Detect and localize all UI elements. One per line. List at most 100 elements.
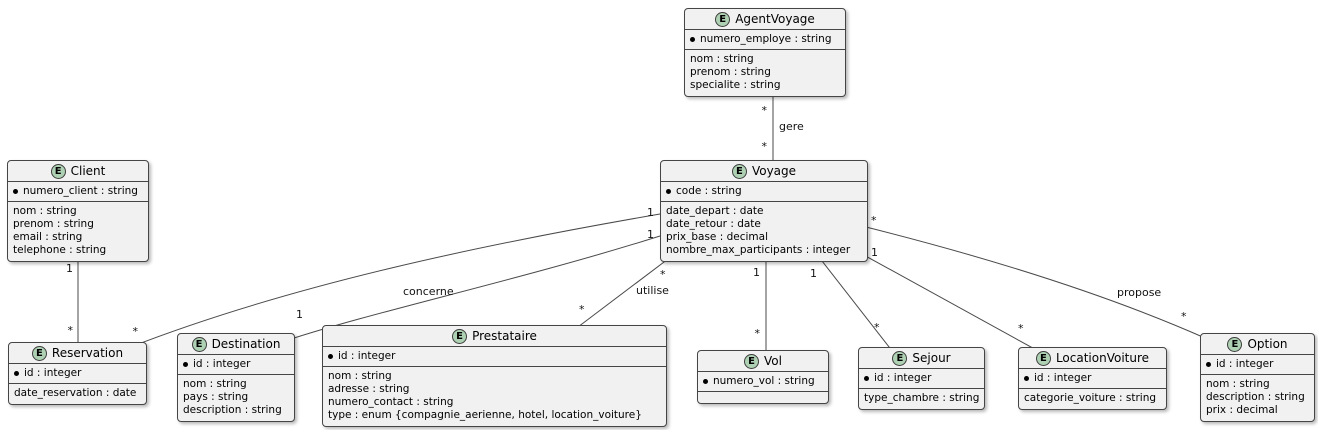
attribute: nombre_max_participants : integer <box>666 244 851 256</box>
relation-line-utilise <box>573 255 673 331</box>
entity-key-compartment: id : integer <box>323 347 666 367</box>
entity-key-compartment: id : integer <box>178 355 294 375</box>
entity-attributes: date_reservation : date <box>9 384 146 404</box>
attribute: description : string <box>1206 391 1305 403</box>
entity-stereotype-icon: E <box>731 163 747 179</box>
attribute: adresse : string <box>328 383 410 395</box>
attribute: email : string <box>13 231 83 243</box>
relation-label-gere: gere <box>779 120 804 133</box>
entity-key-compartment: id : integer <box>1201 355 1314 375</box>
entity-header: E Option <box>1201 334 1314 355</box>
attribute: telephone : string <box>13 244 107 256</box>
key-attribute: numero_client : string <box>23 185 138 197</box>
entity-name: Voyage <box>751 164 797 178</box>
entity-name: Vol <box>764 354 782 368</box>
cardinality: * <box>762 104 768 117</box>
cardinality: * <box>579 303 585 316</box>
cardinality: * <box>755 327 761 340</box>
entity-sejour: E Sejour id : integer type_chambre : str… <box>858 347 985 410</box>
key-attribute: numero_vol : string <box>713 375 815 387</box>
key-bullet-icon <box>14 371 19 376</box>
cardinality: 1 <box>296 308 303 321</box>
entity-agentvoyage: E AgentVoyage numero_employe : string no… <box>684 8 846 97</box>
entity-name: Prestataire <box>472 329 537 343</box>
entity-key-compartment: numero_employe : string <box>685 30 845 50</box>
key-attribute: id : integer <box>1034 372 1092 384</box>
entity-attributes: date_depart : date date_retour : date pr… <box>661 202 867 261</box>
entity-stereotype-icon: E <box>715 11 731 27</box>
entity-attributes: nom : string prenom : string email : str… <box>8 202 148 261</box>
attribute: prenom : string <box>690 66 771 78</box>
entity-stereotype-icon: E <box>892 350 908 366</box>
relation-label-utilise: utilise <box>636 284 669 297</box>
attribute: nom : string <box>13 205 77 217</box>
entity-header: E Sejour <box>859 348 984 369</box>
attribute: description : string <box>183 404 282 416</box>
cardinality: * <box>871 214 877 227</box>
relation-label-concerne: concerne <box>403 285 454 298</box>
entity-header: E Destination <box>178 334 294 355</box>
entity-name: Client <box>70 164 106 178</box>
entity-stereotype-icon: E <box>31 345 47 361</box>
entity-attributes: nom : string adresse : string numero_con… <box>323 367 666 426</box>
attribute: prenom : string <box>13 218 94 230</box>
cardinality: 1 <box>871 246 878 259</box>
key-attribute: id : integer <box>874 372 932 384</box>
entity-attributes: nom : string description : string prix :… <box>1201 375 1314 421</box>
key-bullet-icon <box>703 379 708 384</box>
cardinality: * <box>660 268 666 281</box>
cardinality: * <box>133 325 139 338</box>
relation-line-propose <box>861 225 1206 339</box>
entity-attributes: categorie_voiture : string <box>1019 389 1166 409</box>
entity-attributes <box>698 392 828 403</box>
key-bullet-icon <box>1024 376 1029 381</box>
attribute: date_retour : date <box>666 218 761 230</box>
attribute: nom : string <box>183 378 247 390</box>
entity-header: E LocationVoiture <box>1019 348 1166 369</box>
key-attribute: numero_employe : string <box>700 33 832 45</box>
entity-stereotype-icon: E <box>744 353 760 369</box>
key-bullet-icon <box>183 362 188 367</box>
entity-header: E Vol <box>698 351 828 372</box>
entity-stereotype-icon: E <box>50 163 66 179</box>
key-attribute: id : integer <box>24 367 82 379</box>
relation-line-voyage-sejour <box>814 251 894 353</box>
attribute: numero_contact : string <box>328 396 454 408</box>
attribute: pays : string <box>183 391 249 403</box>
key-bullet-icon <box>328 354 333 359</box>
cardinality: 1 <box>647 228 654 241</box>
key-bullet-icon <box>690 37 695 42</box>
relation-line-voyage-locationvoiture <box>861 253 1041 353</box>
attribute: type : enum {compagnie_aerienne, hotel, … <box>328 409 642 421</box>
entity-destination: E Destination id : integer nom : string … <box>177 333 295 422</box>
key-attribute: id : integer <box>338 350 396 362</box>
entity-voyage: E Voyage code : string date_depart : dat… <box>660 160 868 262</box>
entity-header: E Voyage <box>661 161 867 182</box>
entity-name: Reservation <box>51 346 124 360</box>
entity-reservation: E Reservation id : integer date_reservat… <box>8 342 147 405</box>
attribute: nom : string <box>1206 378 1270 390</box>
entity-name: Sejour <box>912 351 951 365</box>
attribute: date_reservation : date <box>14 387 137 399</box>
attribute: type_chambre : string <box>864 392 980 404</box>
entity-key-compartment: id : integer <box>9 364 146 384</box>
attribute: specialite : string <box>690 79 781 91</box>
key-bullet-icon <box>666 189 671 194</box>
attribute: categorie_voiture : string <box>1024 392 1157 404</box>
entity-header: E AgentVoyage <box>685 9 845 30</box>
cardinality: * <box>68 324 74 337</box>
key-attribute: code : string <box>676 185 742 197</box>
attribute: prix_base : decimal <box>666 231 769 243</box>
entity-key-compartment: id : integer <box>859 369 984 389</box>
cardinality: * <box>1181 310 1187 323</box>
entity-attributes: nom : string pays : string description :… <box>178 375 294 421</box>
entity-name: Option <box>1247 337 1288 351</box>
attribute: prix : decimal <box>1206 404 1278 416</box>
relation-label-propose: propose <box>1117 286 1161 299</box>
entity-option: E Option id : integer nom : string descr… <box>1200 333 1315 422</box>
entity-key-compartment: code : string <box>661 182 867 202</box>
cardinality: 1 <box>753 266 760 279</box>
key-attribute: id : integer <box>193 358 251 370</box>
entity-locationvoiture: E LocationVoiture id : integer categorie… <box>1018 347 1167 410</box>
